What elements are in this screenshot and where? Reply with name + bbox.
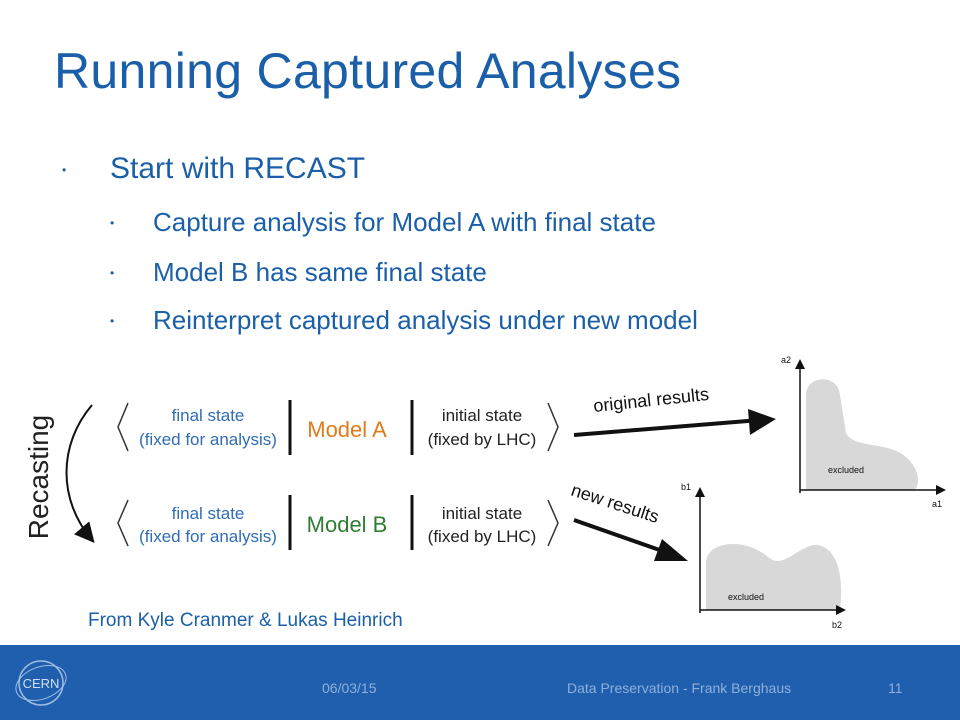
initial-state-note: (fixed by LHC) — [428, 527, 537, 546]
result-arrowhead — [748, 409, 776, 435]
bullet-level1: • Start with RECAST — [62, 152, 366, 186]
axis-label-a1: a1 — [932, 499, 942, 509]
initial-state-label: initial state — [442, 406, 522, 425]
footer-bar — [0, 645, 960, 720]
result-arrow-b — [573, 518, 669, 555]
close-bracket — [547, 499, 559, 547]
bullet-text: Reinterpret captured analysis under new … — [153, 305, 698, 335]
x-axis-arrow — [836, 605, 846, 615]
recasting-arrow — [65, 404, 95, 544]
axis-label-a2: a2 — [781, 355, 791, 365]
excluded-region — [806, 379, 919, 490]
initial-state-label: initial state — [442, 504, 522, 523]
bullet-dot: • — [62, 163, 67, 177]
original-results-label: original results — [592, 384, 710, 416]
cern-logo: CERN — [15, 660, 67, 706]
recasting-label: Recasting — [23, 415, 54, 540]
y-axis-arrow — [695, 487, 705, 497]
final-state-note: (fixed for analysis) — [139, 430, 277, 449]
final-state-note: (fixed for analysis) — [139, 527, 277, 546]
model-a-label: Model A — [307, 417, 387, 442]
bullet-text: Capture analysis for Model A with final … — [153, 207, 656, 237]
initial-state-note: (fixed by LHC) — [428, 430, 537, 449]
page-number: 11 — [888, 680, 903, 696]
bullet-dot: • — [110, 216, 115, 230]
excluded-label: excluded — [728, 592, 764, 602]
axis-label-b1: b1 — [681, 482, 691, 492]
credit-text: From Kyle Cranmer & Lukas Heinrich — [88, 610, 403, 631]
bullet-dot: • — [110, 266, 115, 280]
excluded-region — [706, 544, 842, 610]
new-results-label: new results — [569, 480, 662, 527]
slide-title: Running Captured Analyses — [54, 43, 682, 99]
close-bracket — [547, 402, 559, 452]
excluded-label: excluded — [828, 465, 864, 475]
result-arrow-a — [573, 418, 761, 437]
x-axis-arrow — [936, 485, 946, 495]
result-arrowhead — [654, 539, 688, 561]
model-b-label: Model B — [307, 512, 388, 537]
bullet-level2: • Capture analysis for Model A with fina… — [110, 207, 656, 238]
y-axis-arrow — [795, 359, 805, 369]
axis-label-b2: b2 — [832, 620, 842, 630]
final-state-label: final state — [172, 406, 245, 425]
bullet-text: Start with RECAST — [110, 152, 366, 185]
final-state-label: final state — [172, 504, 245, 523]
cern-logo-text: CERN — [23, 676, 60, 691]
bullet-dot: • — [110, 314, 115, 328]
plot-a: a2 a1 excluded — [781, 355, 946, 509]
open-bracket — [117, 402, 129, 452]
footer-date: 06/03/15 — [322, 680, 377, 696]
footer-center-text: Data Preservation - Frank Berghaus — [567, 680, 792, 696]
plot-b: b1 b2 excluded — [681, 482, 846, 630]
bullet-text: Model B has same final state — [153, 257, 487, 287]
recast-diagram: Recasting final state (fixed for analysi… — [23, 355, 946, 630]
bullet-level2: • Model B has same final state — [110, 257, 487, 288]
bullet-level2: • Reinterpret captured analysis under ne… — [110, 305, 698, 336]
open-bracket — [117, 499, 129, 547]
